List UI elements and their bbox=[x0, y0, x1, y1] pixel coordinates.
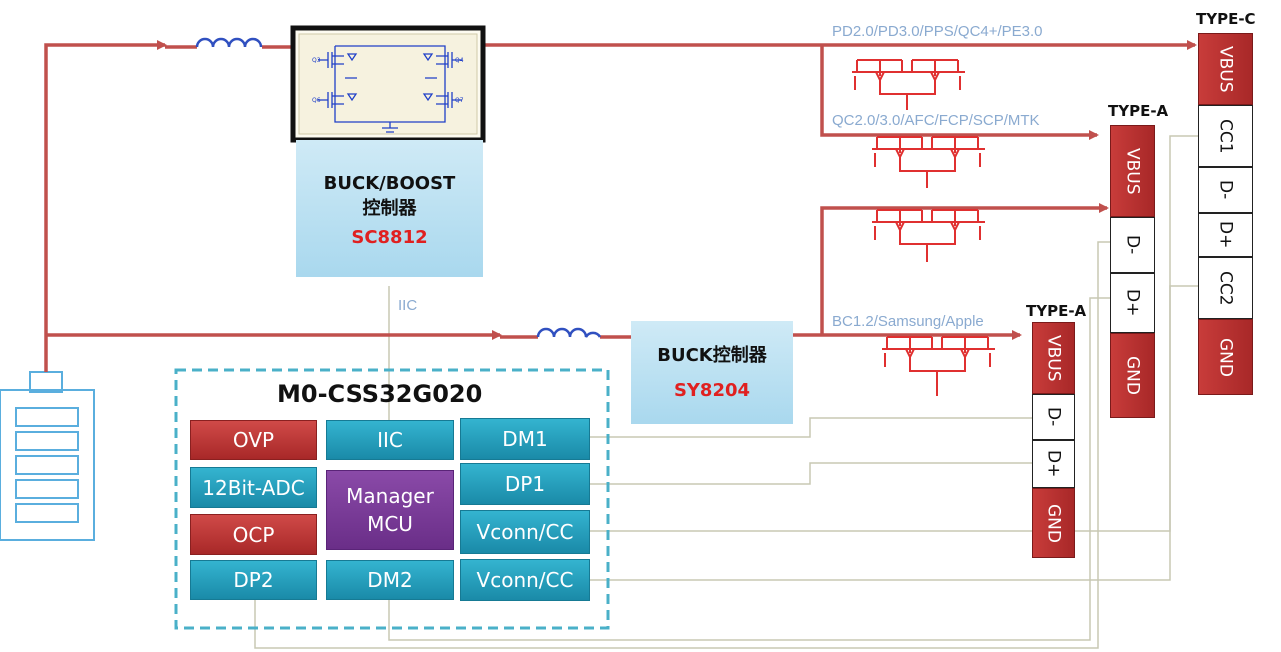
qc-protocol-label: QC2.0/3.0/AFC/FCP/SCP/MTK bbox=[832, 112, 1040, 129]
dm2-block: DM2 bbox=[326, 560, 454, 600]
mcu-dashed-border bbox=[174, 368, 610, 630]
vconn-cc-block-2: Vconn/CC bbox=[460, 559, 590, 601]
type-a2-pin-dplus: D+ bbox=[1032, 440, 1075, 488]
switch-group-a2-icon bbox=[882, 336, 995, 396]
signal-lines bbox=[254, 135, 1198, 649]
ovp-block: OVP bbox=[190, 420, 317, 460]
dp2-block: DP2 bbox=[190, 560, 317, 600]
switch-group-qc-icon bbox=[872, 136, 985, 188]
adc-block: 12Bit-ADC bbox=[190, 467, 317, 508]
buck-boost-part: SC8812 bbox=[351, 227, 428, 248]
bc-protocol-label: BC1.2/Samsung/Apple bbox=[832, 313, 984, 330]
type-c-pin-gnd: GND bbox=[1198, 319, 1253, 395]
type-a1-pin-dplus: D+ bbox=[1110, 273, 1155, 333]
type-c-pin-cc2: CC2 bbox=[1198, 257, 1253, 319]
type-c-pin-vbus: VBUS bbox=[1198, 33, 1253, 105]
buck-title: BUCK控制器 bbox=[657, 345, 767, 366]
type-a2-title: TYPE-A bbox=[1026, 302, 1087, 320]
type-a1-title: TYPE-A bbox=[1108, 102, 1169, 120]
switch-group-a1-icon bbox=[872, 209, 985, 262]
power-lines bbox=[44, 40, 1197, 372]
inductor-1-icon bbox=[195, 37, 263, 48]
type-a1-pin-dminus: D- bbox=[1110, 217, 1155, 273]
buck-boost-controller: BUCK/BOOST 控制器 SC8812 bbox=[296, 140, 483, 277]
manager-mcu-block: Manager MCU bbox=[326, 470, 454, 550]
type-c-pin-dminus: D- bbox=[1198, 167, 1253, 213]
q4-label: Q4 bbox=[455, 57, 464, 64]
q3-label: Q3 bbox=[312, 57, 321, 64]
buck-part: SY8204 bbox=[673, 380, 751, 401]
inductor-2-icon bbox=[536, 327, 602, 342]
iic-block: IIC bbox=[326, 420, 454, 460]
buck-boost-title: BUCK/BOOST bbox=[323, 173, 456, 194]
iic-line-label: IIC bbox=[398, 297, 418, 314]
ocp-block: OCP bbox=[190, 514, 317, 555]
type-c-title: TYPE-C bbox=[1196, 10, 1256, 28]
type-a2-pin-gnd: GND bbox=[1032, 488, 1075, 558]
type-a1-pin-vbus: VBUS bbox=[1110, 125, 1155, 217]
q7-label: Q7 bbox=[455, 97, 464, 104]
vconn-cc-block-1: Vconn/CC bbox=[460, 510, 590, 554]
type-a2-pin-vbus: VBUS bbox=[1032, 322, 1075, 394]
type-a1-pin-gnd: GND bbox=[1110, 333, 1155, 418]
type-a2-pin-dminus: D- bbox=[1032, 394, 1075, 440]
q6-label: Q6 bbox=[312, 97, 321, 104]
battery-icon bbox=[0, 371, 95, 541]
dp1-block: DP1 bbox=[460, 463, 590, 505]
buck-boost-subtitle: 控制器 bbox=[362, 198, 417, 219]
type-c-pin-dplus: D+ bbox=[1198, 213, 1253, 257]
buck-controller: BUCK控制器 SY8204 bbox=[631, 321, 793, 424]
h-bridge-schematic: Q3 Q4 Q6 Q7 bbox=[290, 25, 486, 143]
dm1-block: DM1 bbox=[460, 418, 590, 460]
type-c-pin-cc1: CC1 bbox=[1198, 105, 1253, 167]
pd-protocol-label: PD2.0/PD3.0/PPS/QC4+/PE3.0 bbox=[832, 23, 1043, 40]
switch-group-pd-icon bbox=[852, 59, 965, 110]
manager-mcu-line2: MCU bbox=[367, 512, 413, 536]
manager-mcu-line1: Manager bbox=[346, 484, 434, 508]
mcu-title: M0-CSS32G020 bbox=[277, 380, 483, 408]
